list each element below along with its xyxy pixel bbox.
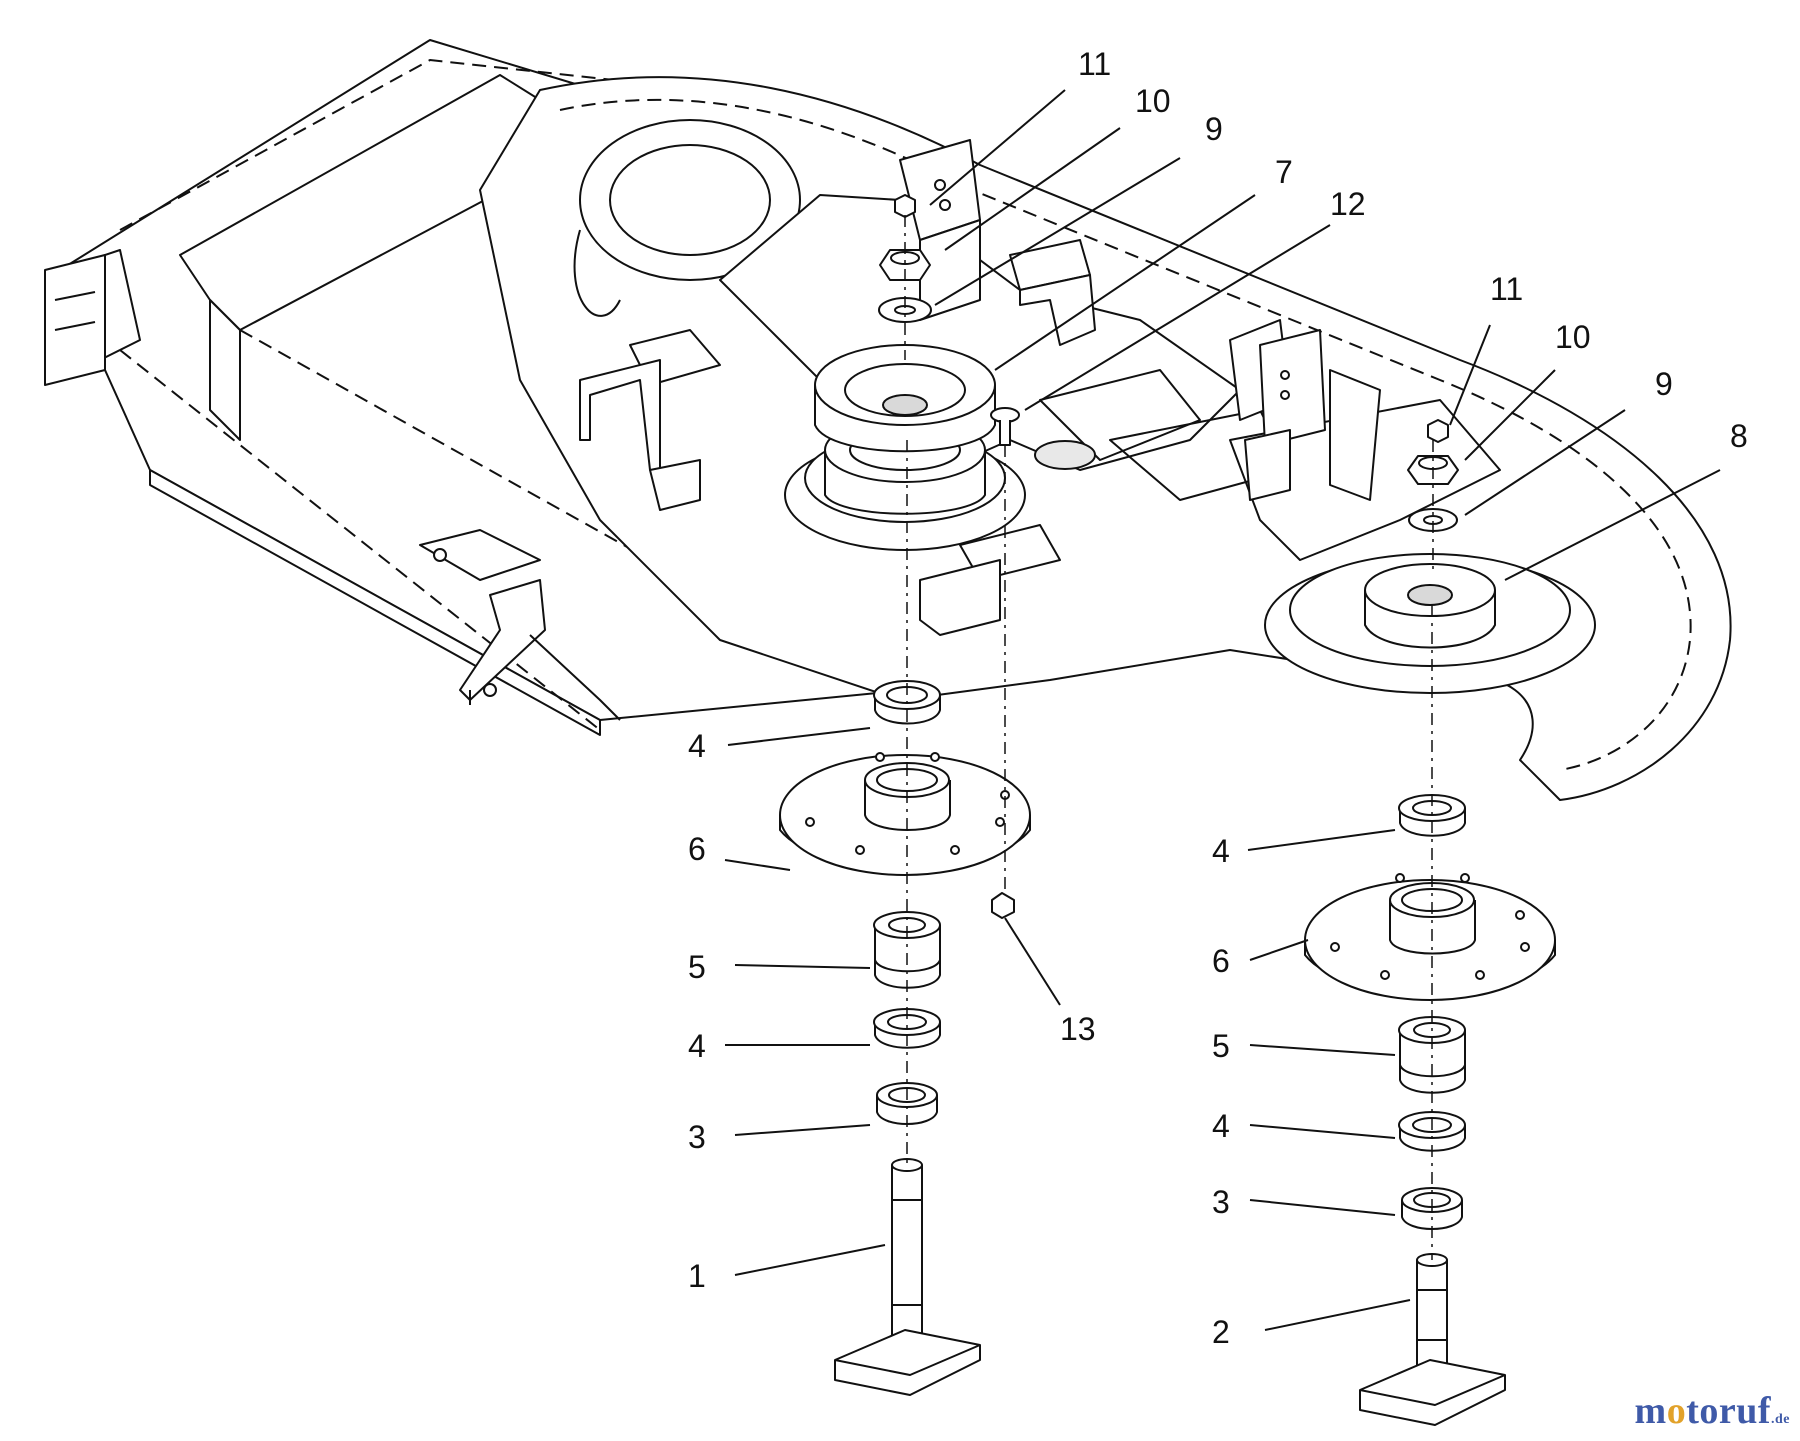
right-spindle-housing: [1264, 419, 1596, 694]
callout-7: 7: [1275, 154, 1293, 190]
callout-4-right-top: 4: [1212, 833, 1230, 869]
callout-4-left-bottom: 4: [688, 1028, 706, 1064]
assembly-centerlines: [904, 215, 1434, 1260]
watermark-suffix: toruf: [1686, 1390, 1771, 1432]
callout-3-left: 3: [688, 1119, 706, 1155]
callout-10-right: 10: [1555, 319, 1591, 355]
deck-brackets: [579, 139, 1381, 636]
right-exploded-stack: [1304, 794, 1556, 1426]
callout-8: 8: [1730, 418, 1748, 454]
callout-11-left: 11: [1078, 46, 1111, 82]
callout-5-right: 5: [1212, 1028, 1230, 1064]
watermark-logo: motoruf.de: [1635, 1389, 1790, 1433]
watermark-prefix: m: [1634, 1390, 1667, 1432]
callout-4-right-bottom: 4: [1212, 1108, 1230, 1144]
callout-labels: 11 10 9 7 12 11 10 9 8 4 6 5 4 3 1 13 4 …: [688, 46, 1748, 1350]
left-pulley-assembly: [784, 344, 1026, 551]
callout-2: 2: [1212, 1314, 1230, 1350]
left-exploded-stack: [779, 680, 1031, 1396]
watermark-highlight: o: [1666, 1390, 1687, 1432]
callout-5-left: 5: [688, 949, 706, 985]
callout-10-left: 10: [1135, 83, 1171, 119]
callout-6-right: 6: [1212, 943, 1230, 979]
leader-lines: [724, 89, 1721, 1331]
callout-12: 12: [1330, 186, 1366, 222]
callout-11-right: 11: [1490, 271, 1523, 307]
callout-4-left-top: 4: [688, 728, 706, 764]
watermark-tld: .de: [1771, 1412, 1790, 1427]
callout-9-right: 9: [1655, 366, 1673, 402]
callout-6-left: 6: [688, 831, 706, 867]
callout-9-left: 9: [1205, 111, 1223, 147]
callout-1: 1: [688, 1258, 706, 1294]
callout-3-right: 3: [1212, 1184, 1230, 1220]
callout-13: 13: [1060, 1011, 1096, 1047]
